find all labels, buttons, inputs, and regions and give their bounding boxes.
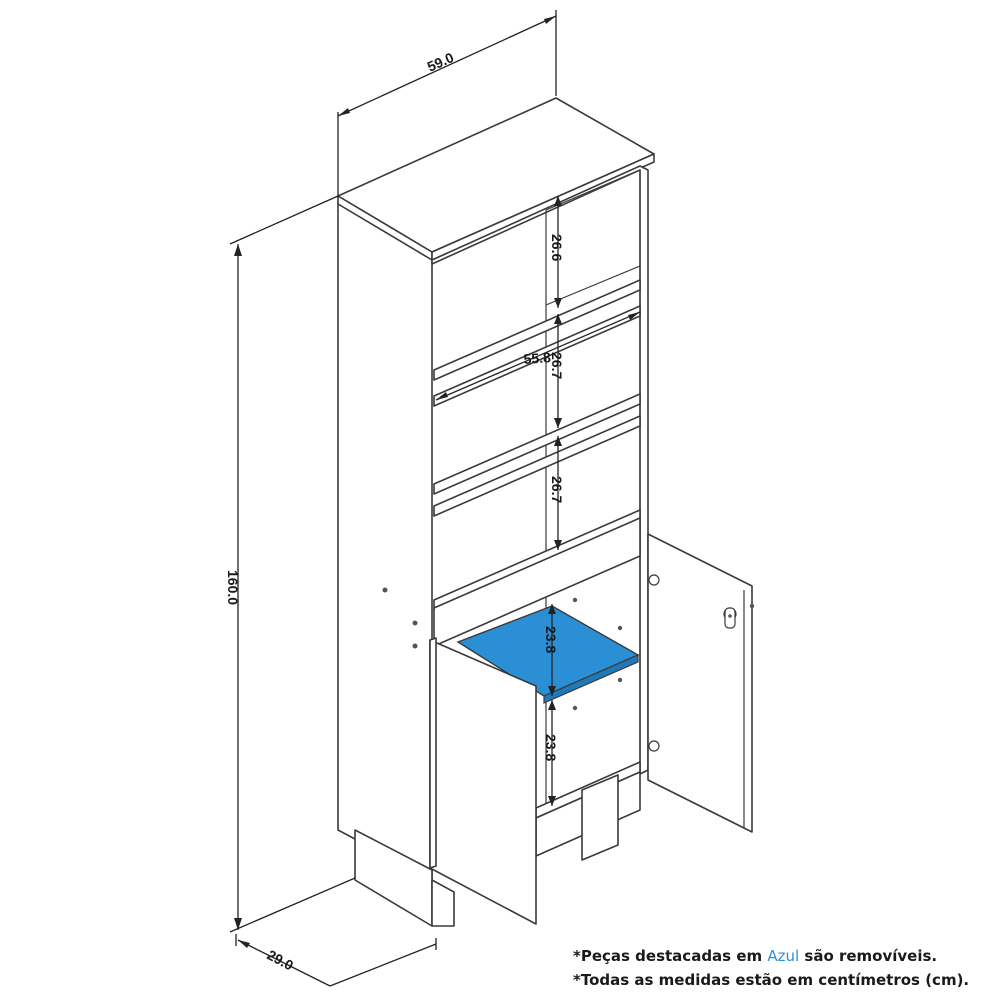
left-side-panel [337,201,455,927]
dim-gap-3-label: 26.7 [549,476,565,503]
dimension-inner-width [435,311,641,401]
dimension-width [337,10,557,196]
shelf-3 [433,393,641,495]
right-side-panel [431,165,649,775]
notes: *Peças destacadas em Azul são removíveis… [573,944,998,992]
door-handle-icon [723,607,737,629]
dim-gap-1-label: 26.6 [549,234,565,261]
dim-gap-5-label: 23.8 [543,734,559,761]
dim-inner-width-label: 55.8 [523,349,552,367]
middle-divider [433,509,641,647]
shelf-4 [433,415,641,517]
note-units: *Todas as medidas estão em centímetros (… [573,971,970,989]
left-door [429,637,537,925]
dimension-height [229,195,356,933]
top-board [337,97,655,261]
dim-width-label: 59.0 [425,49,457,75]
dim-height-label: 160.0 [225,570,241,605]
shelf-pin-holes [572,597,623,711]
dim-gap-2-label: 26.7 [549,352,565,379]
right-door [647,533,755,833]
dim-depth-label: 29.0 [265,947,297,974]
bottom-base [535,761,641,861]
note-removable-suffix: são removíveis. [799,947,938,965]
note-removable: *Peças destacadas em Azul são removíveis… [573,944,998,968]
dimension-gaps [548,196,562,806]
note-highlight-word: Azul [767,947,800,965]
note-removable-prefix: *Peças destacadas em [573,947,768,965]
inner-back [545,169,641,820]
dimension-depth [235,934,437,987]
dim-gap-4-label: 23.8 [543,626,559,653]
